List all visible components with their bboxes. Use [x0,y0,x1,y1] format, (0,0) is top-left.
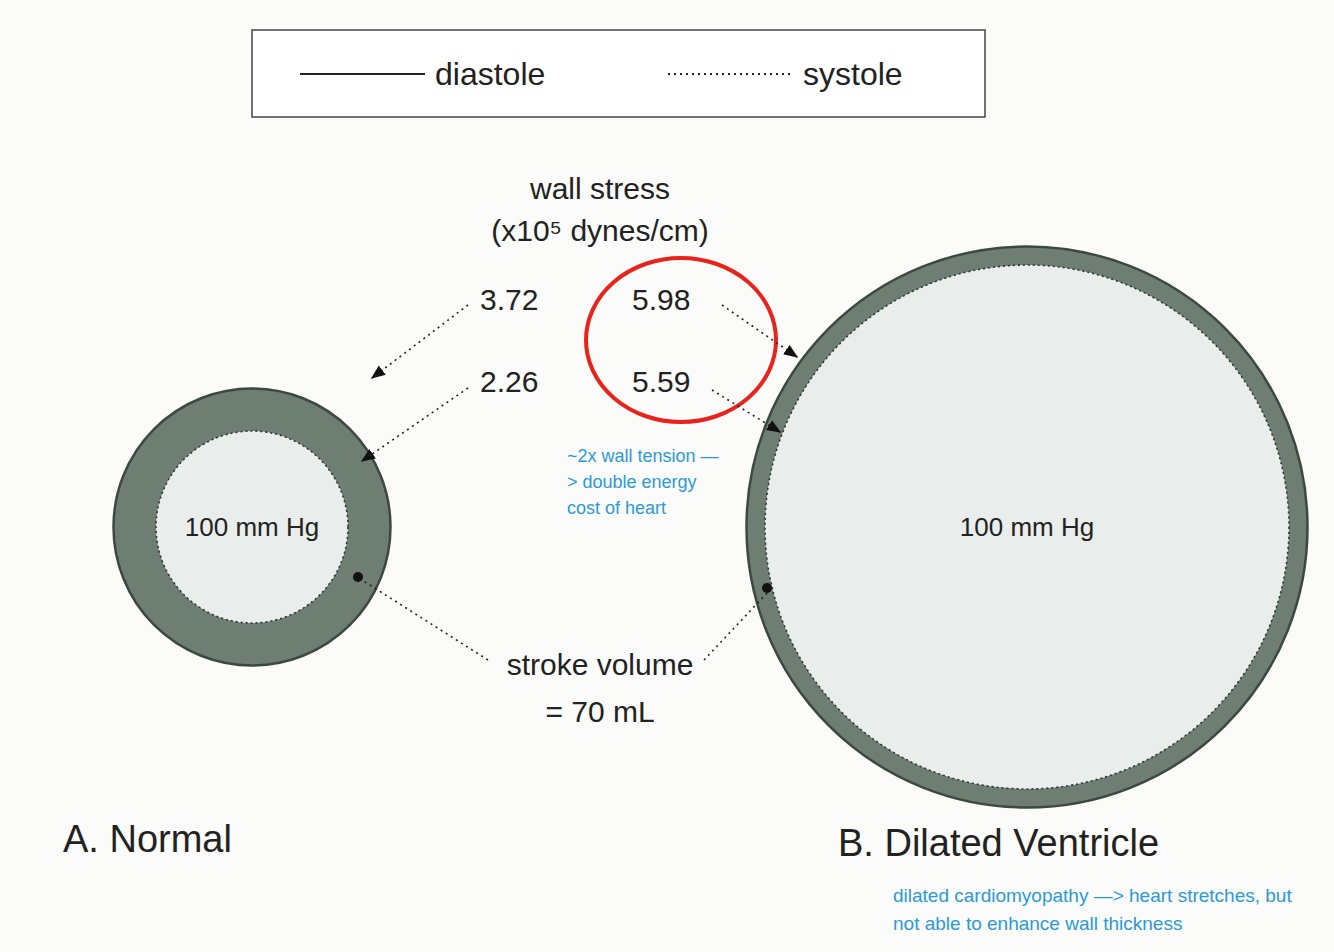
panel-title: A. Normal [63,818,232,862]
annotation-note: ~2x wall tension —> double energy cost o… [567,443,722,521]
panel-title: B. Dilated Ventricle [838,822,1159,866]
leader-line [372,305,468,378]
ventricle-section: 100 mm Hg [112,387,392,667]
stroke-volume-dot [353,572,363,582]
legend-label: systole [803,56,903,93]
highlight-ellipse [586,258,776,422]
ventricle-cavity [156,431,348,623]
legend-entry: systole [668,50,903,98]
leader-line [362,388,468,461]
legend-line-sample [300,50,435,98]
stroke-volume-label: stroke volume [507,648,694,683]
leader-line [362,580,488,660]
stress-value: 3.72 [480,283,538,318]
stress-value: 5.59 [632,365,690,400]
stress-value: 2.26 [480,365,538,400]
stroke-volume-dot [762,583,772,593]
stroke-volume-value: = 70 mL [545,695,654,730]
pressure-label: 100 mm Hg [185,512,319,543]
legend-entry: diastole [300,50,545,98]
ventricle-wall [114,389,391,666]
leader-line [722,305,797,357]
ventricle-cavity [765,265,1289,789]
stress-value: 5.98 [632,283,690,318]
unit-label: (x10⁵ dynes/cm) [491,214,709,249]
axis-heading: wall stress [530,172,670,207]
leader-line [712,390,780,432]
ventricle-wall [747,247,1308,808]
legend-line [668,73,793,75]
legend-label: diastole [435,56,545,93]
ventricle-section: 100 mm Hg [745,245,1309,809]
legend-line-sample [668,50,803,98]
annotation-note: dilated cardiomyopathy —> heart stretche… [893,882,1293,938]
legend-frame [252,30,985,117]
leader-line [704,592,768,660]
legend-line [300,73,425,75]
pressure-label: 100 mm Hg [960,512,1094,543]
